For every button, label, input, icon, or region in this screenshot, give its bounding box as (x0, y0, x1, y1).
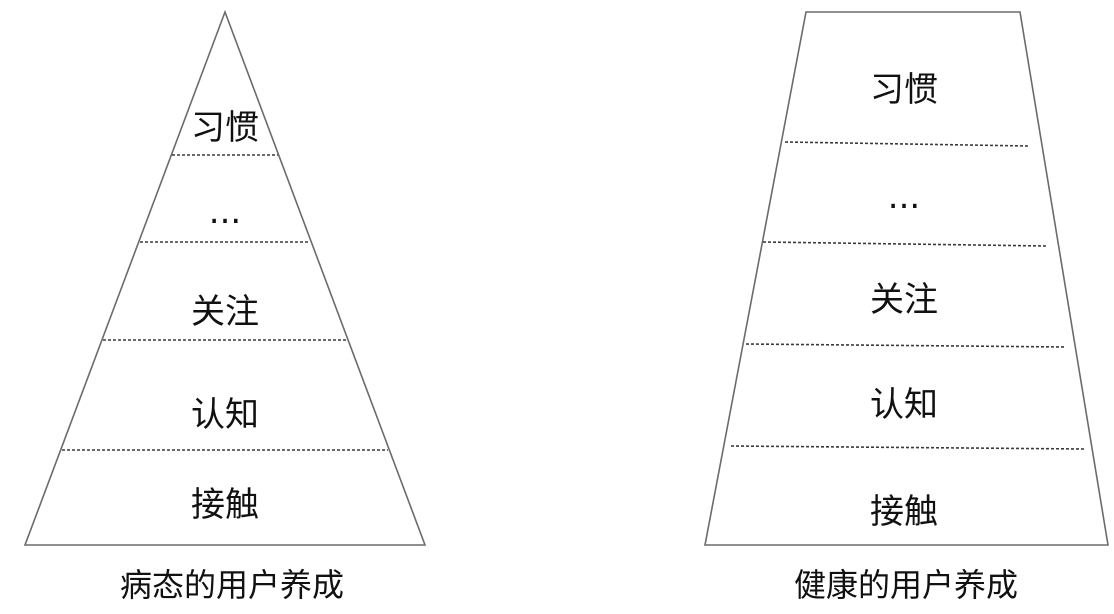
layer-label-attention: 关注 (191, 292, 259, 332)
layer-divider (730, 445, 1085, 450)
unhealthy-pyramid: 习惯 ... 关注 认知 接触 病态的用户养成 (23, 9, 427, 604)
layer-label-ellipsis: ... (209, 192, 241, 232)
healthy-trapezoid: 习惯 ... 关注 认知 接触 健康的用户养成 (704, 11, 1109, 604)
layer-label-attention: 关注 (870, 280, 938, 320)
layer-label-contact: 接触 (191, 485, 259, 525)
layer-label-cognition: 认知 (191, 395, 259, 435)
layer-label-contact: 接触 (870, 492, 938, 532)
layer-divider (745, 343, 1067, 348)
trapezoid-caption: 健康的用户养成 (794, 566, 1018, 604)
layer-label-ellipsis: ... (888, 177, 920, 217)
pyramid-caption: 病态的用户养成 (120, 566, 344, 604)
layer-divider (762, 241, 1047, 247)
layer-divider (784, 141, 1029, 147)
pyramid-triangle-outline (23, 9, 427, 546)
layer-label-habit: 习惯 (191, 108, 259, 148)
layer-label-habit: 习惯 (870, 70, 938, 110)
layer-label-cognition: 认知 (870, 385, 938, 425)
